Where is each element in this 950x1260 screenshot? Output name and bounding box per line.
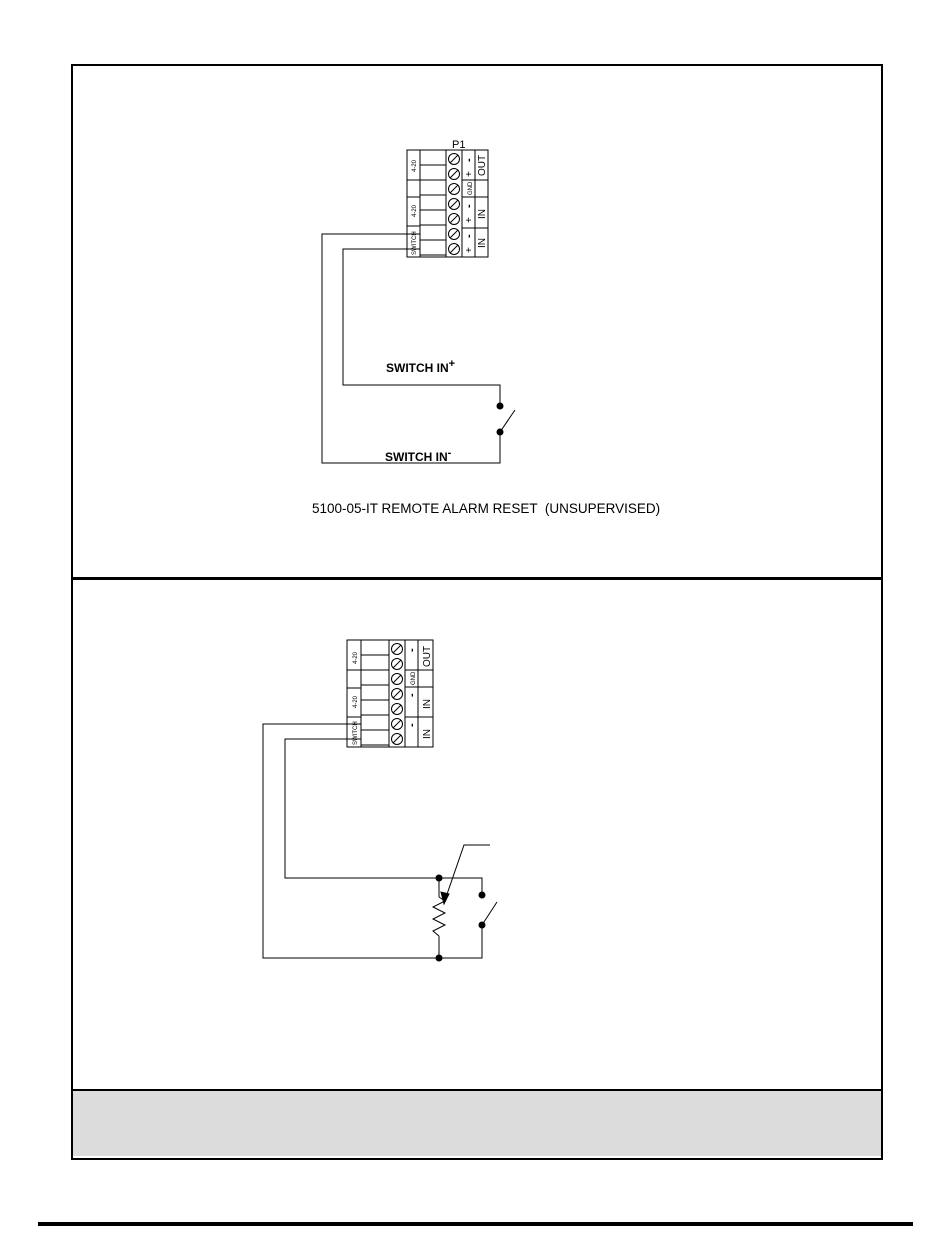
label-switch: SWITCH <box>412 231 418 255</box>
label-4-20-d: 4-20 <box>353 695 359 708</box>
diagram-1-caption: 5100-05-IT REMOTE ALARM RESET (UNSUPERVI… <box>312 501 660 516</box>
label-in-a: IN <box>477 209 488 219</box>
junction-top-right <box>479 892 485 898</box>
label-in-c: IN <box>422 699 433 709</box>
label-4-20-c: 4-20 <box>353 651 359 664</box>
switch-1 <box>500 410 515 432</box>
pin-sign-1: - <box>463 158 475 162</box>
screw-terminals-1 <box>449 154 460 255</box>
switch-in-minus-label: SWITCH IN- <box>385 447 452 464</box>
pin-sign-3: - <box>463 204 475 208</box>
pin-sign-2: + <box>464 171 475 177</box>
label-switch-2: SWITCH <box>353 721 359 745</box>
connector-label-p1: P1 <box>452 139 465 151</box>
pin-sign-5: - <box>463 234 475 238</box>
label-in-d: IN <box>422 729 433 739</box>
label-4-20-a: 4-20 <box>412 159 418 172</box>
wires-2 <box>263 724 497 958</box>
pin-sign-2-3: - <box>406 723 418 727</box>
terminal-block-1 <box>407 150 488 257</box>
pin-sign-6: + <box>464 247 475 253</box>
switch-contact-bottom <box>497 429 503 435</box>
switch-2 <box>482 902 497 925</box>
diagram-1: P1 <box>322 139 515 464</box>
label-4-20-b: 4-20 <box>412 204 418 217</box>
diagram-2: 4-20 4-20 SWITCH GND - - - OUT IN IN <box>263 640 497 961</box>
label-in-b: IN <box>477 238 488 248</box>
junction-switch-bottom <box>479 922 485 928</box>
pin-sign-2-1: - <box>406 648 418 652</box>
pin-sign-4: + <box>464 217 475 223</box>
screw-terminals-2 <box>392 644 403 745</box>
label-gnd-2: GND <box>411 671 417 685</box>
switch-contact-top <box>497 403 503 409</box>
label-gnd: GND <box>468 181 474 195</box>
terminal-block-2 <box>347 640 433 747</box>
label-out-2: OUT <box>422 646 433 667</box>
pin-sign-2-2: - <box>406 693 418 697</box>
label-out: OUT <box>477 155 488 176</box>
junction-top-left <box>436 875 442 881</box>
wires-1 <box>322 234 515 463</box>
switch-in-plus-label: SWITCH IN+ <box>386 358 455 375</box>
junction-bottom <box>436 955 442 961</box>
